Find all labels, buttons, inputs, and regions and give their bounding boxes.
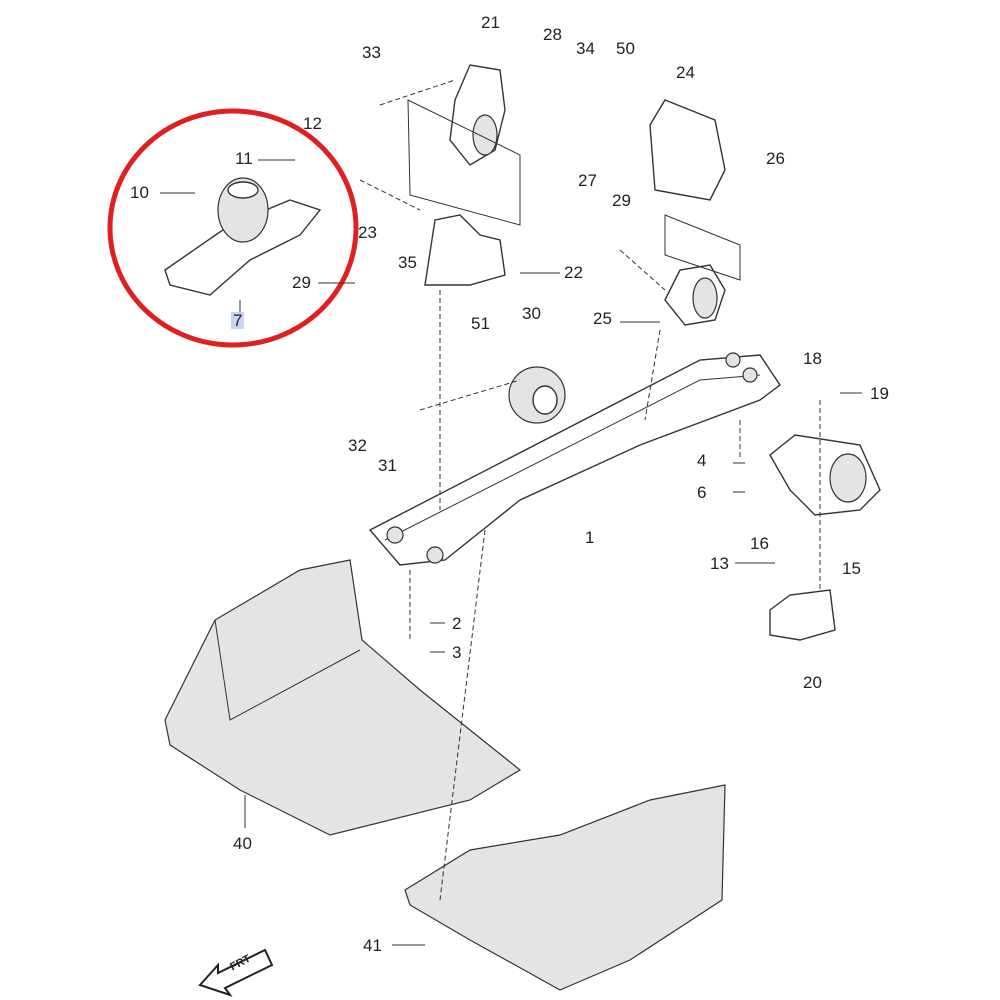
callout-40: 40 — [233, 834, 252, 853]
callout-12: 12 — [303, 114, 322, 133]
callout-16: 16 — [750, 534, 769, 553]
callout-6: 6 — [697, 483, 707, 502]
callout-35: 35 — [398, 253, 417, 272]
callout-29-lower: 29 — [292, 273, 311, 292]
callout-21: 21 — [481, 13, 500, 32]
crossmember — [368, 354, 781, 566]
highlight-circle — [107, 108, 359, 348]
callout-51: 51 — [471, 314, 490, 333]
callout-11: 11 — [235, 149, 253, 168]
callout-10: 10 — [130, 183, 149, 202]
callout-24: 24 — [676, 63, 695, 82]
callout-22: 22 — [564, 263, 583, 282]
callout-1: 1 — [585, 528, 595, 547]
callout-3: 3 — [452, 643, 462, 662]
callout-13: 13 — [710, 554, 729, 573]
front-under-shield — [164, 559, 522, 836]
callout-28: 28 — [543, 25, 562, 44]
callout-33: 33 — [362, 43, 381, 62]
callout-15: 15 — [842, 559, 861, 578]
callout-25: 25 — [593, 309, 612, 328]
callout-30: 30 — [522, 304, 541, 323]
callout-7-highlighted[interactable]: 7 — [231, 311, 245, 330]
callout-31: 31 — [378, 456, 397, 475]
callout-19: 19 — [870, 384, 889, 403]
callout-41: 41 — [363, 936, 382, 955]
callout-29-upper: 29 — [612, 191, 631, 210]
callout-2: 2 — [452, 614, 462, 633]
callout-20: 20 — [803, 673, 822, 692]
callout-27: 27 — [578, 171, 597, 190]
front-direction-arrow — [198, 948, 274, 997]
callout-26: 26 — [766, 149, 785, 168]
callout-32: 32 — [348, 436, 367, 455]
callout-34: 34 — [576, 39, 595, 58]
callout-4: 4 — [697, 451, 707, 470]
rear-under-shield — [404, 784, 726, 991]
callout-23: 23 — [358, 223, 377, 242]
callout-18: 18 — [803, 349, 822, 368]
callout-50: 50 — [616, 39, 635, 58]
